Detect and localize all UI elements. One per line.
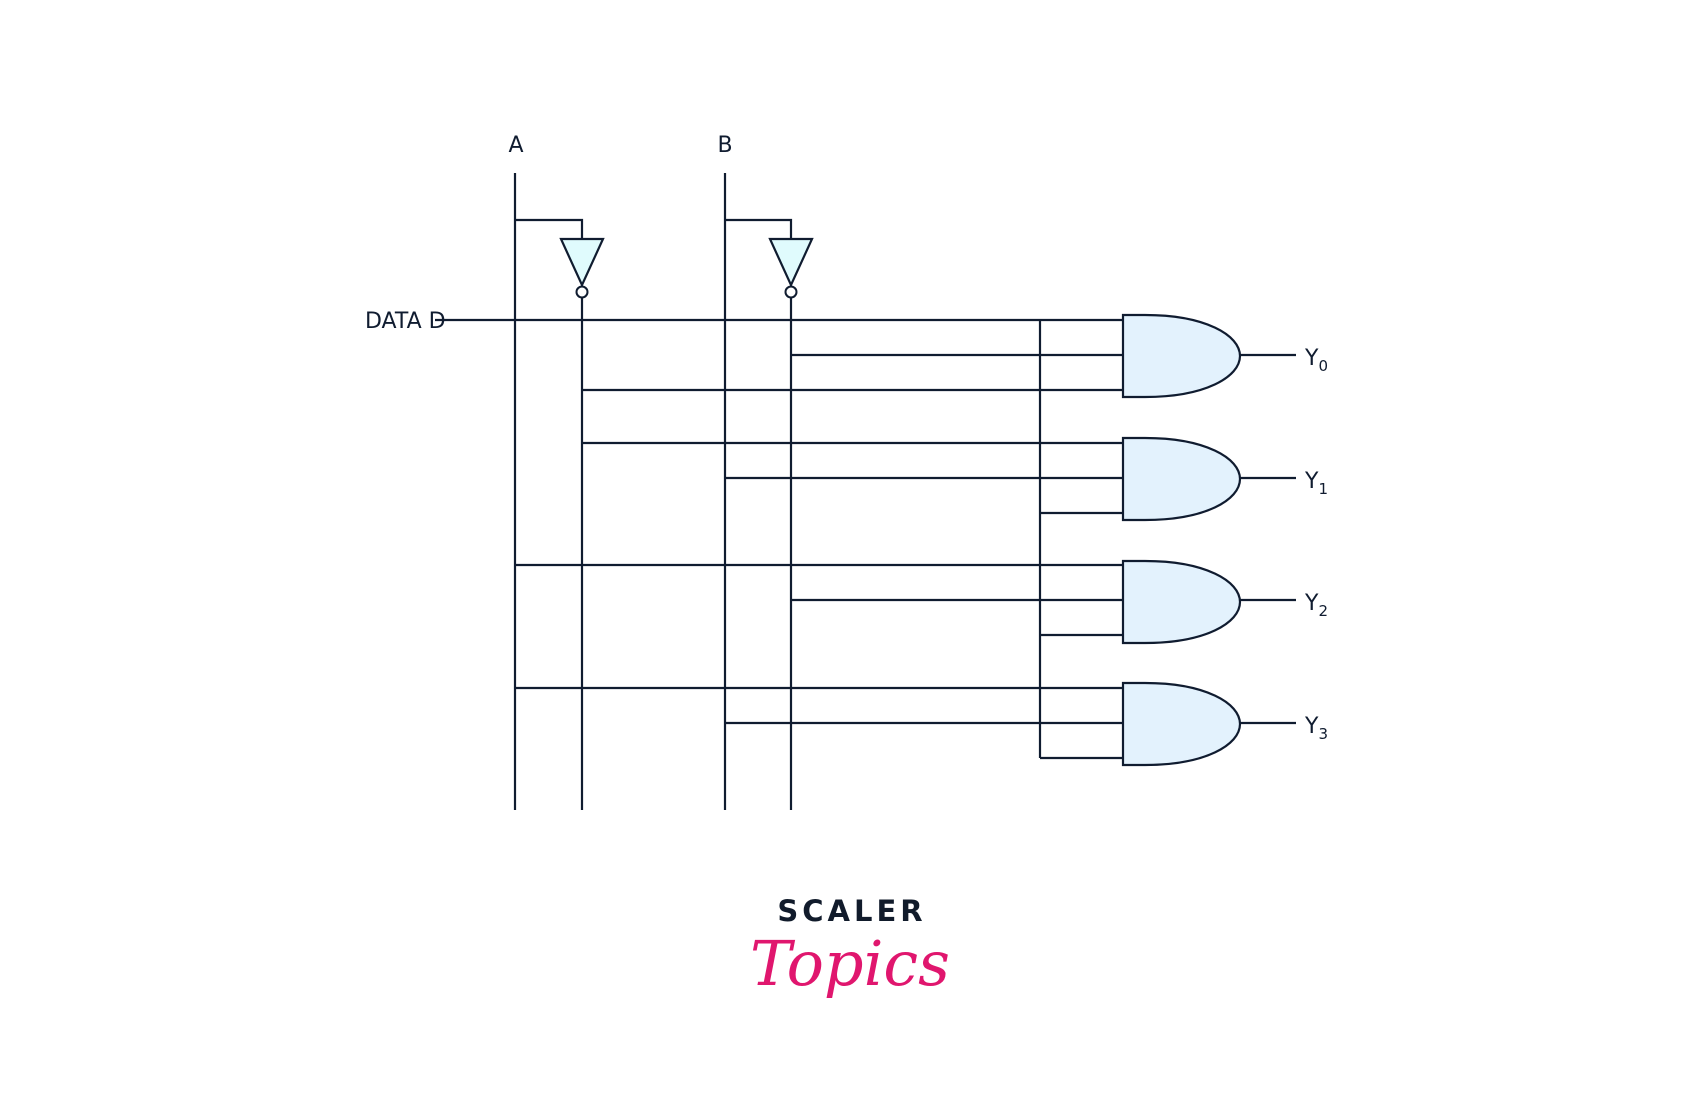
and-gate-y2: Y2 — [1121, 559, 1328, 645]
output-label: Y0 — [1304, 346, 1328, 375]
and-gate-icon — [1121, 681, 1242, 767]
wire-a-tap — [515, 218, 584, 239]
wire-b-tap — [725, 218, 793, 239]
output-label: Y3 — [1304, 714, 1328, 743]
and-gate-y1: Y1 — [1121, 436, 1328, 522]
inversion-bubble-a — [575, 285, 589, 299]
input-b-label: B — [717, 133, 732, 158]
output-label: Y1 — [1304, 469, 1328, 498]
and-gate-icon — [1121, 313, 1242, 399]
data-d-label: DATA D — [365, 309, 446, 334]
and-gate-y3: Y3 — [1121, 681, 1328, 767]
inversion-bubble-b — [784, 285, 798, 299]
and-gate-y0: Y0 — [1121, 313, 1328, 399]
and-gate-icon — [1121, 559, 1242, 645]
input-a-label: A — [508, 133, 523, 158]
logo-scaler-text: SCALER — [777, 894, 926, 928]
not-gate-a-icon — [559, 237, 605, 288]
output-label: Y2 — [1304, 591, 1328, 620]
scaler-topics-logo: SCALER Topics — [750, 894, 950, 1000]
logo-topics-text: Topics — [750, 927, 950, 1000]
not-gate-b-icon — [768, 237, 814, 288]
and-gate-icon — [1121, 436, 1242, 522]
